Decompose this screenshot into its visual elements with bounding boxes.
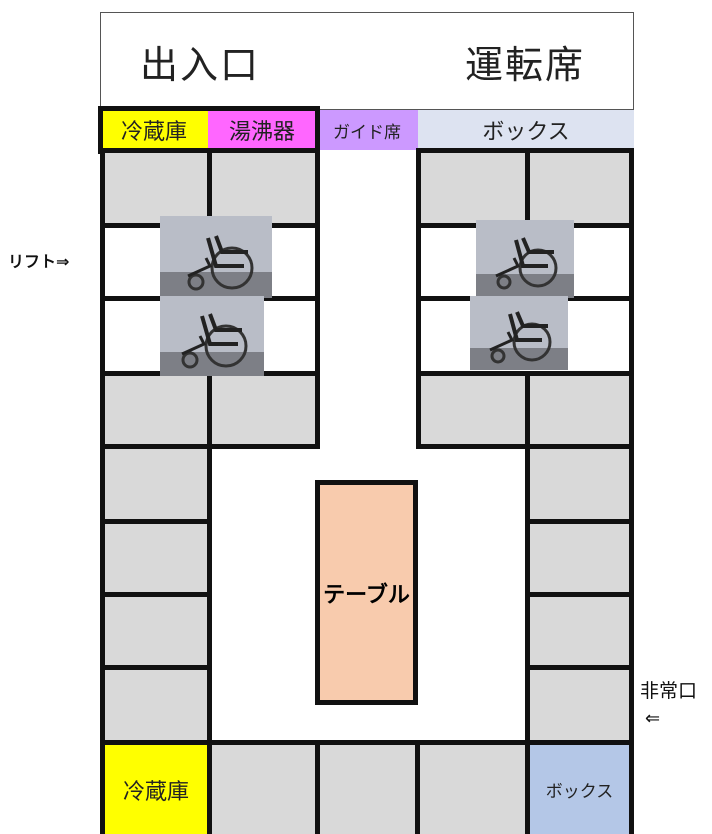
seat	[525, 444, 634, 524]
seat	[315, 740, 420, 834]
kettle: 湯沸器	[208, 110, 316, 150]
seat	[100, 444, 212, 524]
seat	[416, 148, 530, 228]
fridge-top: 冷蔵庫	[100, 110, 208, 150]
seat	[416, 371, 530, 449]
guide-seat: ガイド席	[316, 110, 418, 150]
entrance-label: 出入口	[140, 43, 261, 87]
table-label: テーブル	[323, 582, 410, 608]
wheelchair-icon	[470, 296, 568, 370]
seat	[207, 740, 320, 834]
box-bottom: ボックス	[525, 740, 634, 834]
seat	[525, 148, 634, 228]
front-area	[100, 12, 634, 110]
wheelchair-icon	[160, 296, 264, 376]
wheelchair-icon	[160, 216, 272, 298]
lift-label: リフト⇒	[8, 252, 70, 271]
seat	[100, 519, 212, 597]
seat	[525, 519, 634, 597]
fridge-kettle-outline	[98, 106, 320, 154]
emergency-exit-label: 非常口	[640, 680, 698, 702]
seat	[100, 665, 212, 745]
box-top: ボックス	[418, 110, 634, 150]
seat	[207, 371, 320, 449]
seat	[415, 740, 530, 834]
seat	[525, 665, 634, 745]
seat	[525, 592, 634, 670]
emergency-exit-arrow: ⇐	[645, 708, 661, 729]
wheelchair-icon	[476, 220, 574, 298]
table: テーブル	[315, 480, 418, 705]
seat	[100, 371, 212, 449]
fridge-bottom: 冷蔵庫	[100, 740, 212, 834]
seat	[525, 371, 634, 449]
seat	[100, 592, 212, 670]
driver-seat-label: 運転席	[465, 43, 586, 87]
